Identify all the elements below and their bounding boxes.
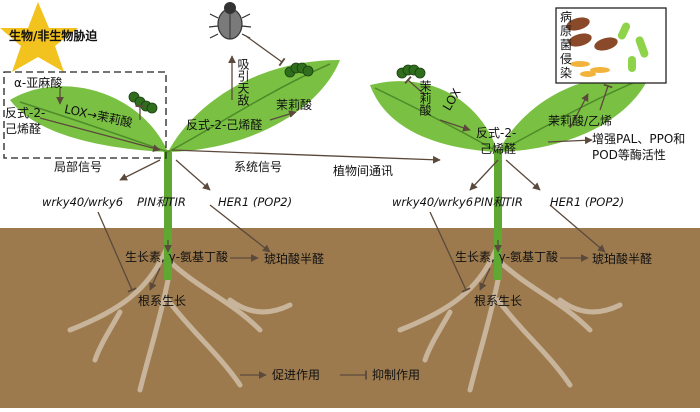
beetle-icon — [208, 2, 252, 40]
pathogen-icon — [566, 17, 649, 77]
stress-label: 生物/非生物胁迫 — [9, 29, 98, 43]
trans-hexenal-right-1: 反式-2- — [476, 126, 517, 140]
roots-left — [67, 242, 293, 393]
root-growth-left: 根系生长 — [138, 294, 187, 308]
stem-left — [164, 150, 172, 280]
alpha-linolenic: α-亚麻酸 — [14, 76, 63, 90]
trans-hexenal-right-2: 己烯醛 — [480, 142, 517, 156]
gene-pin-right: PIN和TIR — [474, 195, 523, 209]
gene-her-left: HER1 (POP2) — [218, 195, 293, 209]
trans-hexenal-left-1: 反式-2- — [5, 106, 46, 120]
stem-right — [494, 150, 502, 280]
local-signal: 局部信号 — [54, 160, 103, 174]
roots-right — [397, 242, 623, 393]
attract-enemies: 吸引天敌 — [236, 58, 250, 106]
legend-inhibit: 抑制作用 — [372, 368, 421, 382]
caterpillar-icon-mid — [284, 62, 314, 78]
local-signal-box — [3, 71, 167, 159]
ssa-left: 琥珀酸半醛 — [264, 252, 325, 266]
inhibit-arrows — [97, 35, 613, 380]
enhance-enzymes-2: POD等酶活性 — [592, 148, 666, 162]
gene-pin-left: PIN和TIR — [137, 195, 186, 209]
root-growth-right: 根系生长 — [474, 294, 523, 308]
ssa-right: 琥珀酸半醛 — [592, 252, 653, 266]
leaf-left-a — [10, 86, 168, 152]
gene-her-right: HER1 (POP2) — [550, 195, 625, 209]
legend-promote: 促进作用 — [272, 368, 321, 382]
leaf-left-b — [168, 60, 340, 152]
gene-wrky-left: wrky40/wrky6 — [42, 195, 124, 209]
auxin-gaba-right: 生长素, γ-氨基丁酸 — [455, 250, 559, 264]
stress-star-icon — [0, 2, 78, 72]
gene-wrky-right: wrky40/wrky6 — [392, 195, 474, 209]
caterpillar-icon-right — [396, 64, 426, 79]
jasmonate-mid: 茉莉酸 — [276, 98, 313, 112]
jasmonate-right: 茉莉酸 — [418, 80, 432, 116]
leaf-right-b — [498, 74, 650, 152]
enhance-enzymes-1: 增强PAL、PPO和 — [592, 132, 686, 146]
pathogen-infection: 病原菌侵染 — [560, 10, 573, 80]
systemic-signal: 系统信号 — [234, 160, 283, 174]
ja-ethylene: 茉莉酸/乙烯 — [548, 114, 613, 128]
trans-hexenal-mid: 反式-2-己烯醛 — [186, 118, 263, 132]
promote-arrows — [39, 55, 606, 379]
trans-hexenal-left-2: 己烯醛 — [5, 122, 42, 136]
auxin-gaba-left: 生长素, γ-氨基丁酸 — [125, 250, 229, 264]
interplant-communication: 植物间通讯 — [333, 164, 394, 178]
